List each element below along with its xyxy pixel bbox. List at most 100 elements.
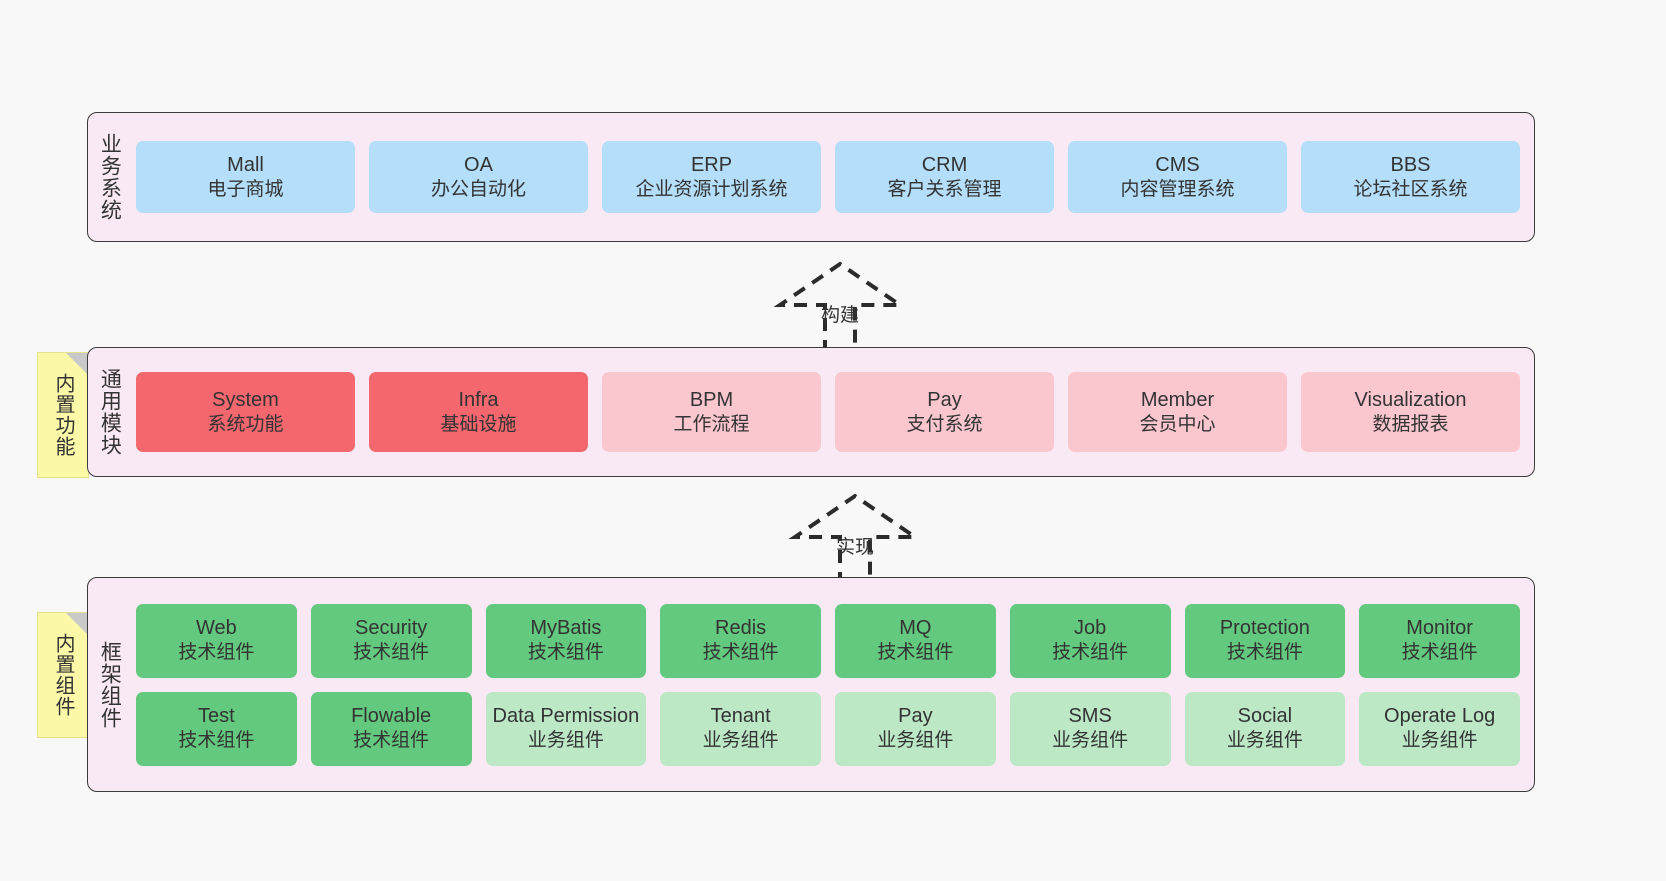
card-flowable[interactable]: Flowable 技术组件 xyxy=(310,691,472,766)
card-title-cn: 技术组件 xyxy=(1052,642,1129,664)
card-title-cn: 支付系统 xyxy=(906,413,983,435)
card-title-cn: 业务组件 xyxy=(702,730,779,752)
card-title-cn: 企业资源计划系统 xyxy=(635,178,788,200)
card-title-cn: 电子商城 xyxy=(207,178,284,200)
card-visualization[interactable]: Visualization 数据报表 xyxy=(1301,372,1520,452)
card-title-cn: 系统功能 xyxy=(207,413,284,435)
card-title-en: Tenant xyxy=(710,705,771,728)
section-label-framework-components: 框架组件 xyxy=(98,640,122,729)
card-title-cn: 技术组件 xyxy=(1401,642,1478,664)
card-cms[interactable]: CMS 内容管理系统 xyxy=(1068,141,1287,213)
card-system[interactable]: System 系统功能 xyxy=(136,372,355,452)
card-infra[interactable]: Infra 基础设施 xyxy=(369,372,588,452)
card-title-cn: 论坛社区系统 xyxy=(1353,178,1468,200)
card-title-cn: 数据报表 xyxy=(1372,413,1449,435)
card-title-cn: 基础设施 xyxy=(440,413,517,435)
card-title-en: Visualization xyxy=(1354,388,1467,411)
card-bbs[interactable]: BBS 论坛社区系统 xyxy=(1301,141,1520,213)
card-title-en: MyBatis xyxy=(530,617,602,640)
note-fold-icon xyxy=(66,353,88,375)
card-title-en: Flowable xyxy=(351,705,432,728)
card-security[interactable]: Security 技术组件 xyxy=(310,603,472,678)
card-mybatis[interactable]: MyBatis 技术组件 xyxy=(485,603,647,678)
card-title-en: Operate Log xyxy=(1384,705,1496,728)
card-title-en: Pay xyxy=(927,388,962,411)
card-title-cn: 业务组件 xyxy=(527,730,604,752)
card-bpm[interactable]: BPM 工作流程 xyxy=(602,372,821,452)
card-title-en: Protection xyxy=(1219,617,1310,640)
card-title-cn: 技术组件 xyxy=(178,730,255,752)
card-title-en: Security xyxy=(355,617,428,640)
card-title-en: BPM xyxy=(689,388,734,411)
card-web[interactable]: Web 技术组件 xyxy=(136,603,297,678)
card-title-cn: 技术组件 xyxy=(178,642,255,664)
card-title-en: Test xyxy=(198,705,235,728)
card-title-cn: 技术组件 xyxy=(353,730,430,752)
note-fold-icon xyxy=(66,613,88,635)
card-title-cn: 会员中心 xyxy=(1139,413,1216,435)
card-crm[interactable]: CRM 客户关系管理 xyxy=(835,141,1054,213)
note-label: 内置功能 xyxy=(52,373,74,457)
card-title-en: BBS xyxy=(1390,153,1431,176)
arrow-implement: 实现 xyxy=(775,490,935,585)
card-title-cn: 技术组件 xyxy=(702,642,779,664)
card-title-en: Monitor xyxy=(1406,617,1473,640)
card-social[interactable]: Social 业务组件 xyxy=(1184,691,1346,766)
card-sms[interactable]: SMS 业务组件 xyxy=(1009,691,1171,766)
card-title-en: Web xyxy=(195,617,237,640)
card-title-en: Pay xyxy=(898,705,933,728)
card-title-en: Redis xyxy=(715,617,767,640)
card-title-cn: 业务组件 xyxy=(1052,730,1129,752)
card-member[interactable]: Member 会员中心 xyxy=(1068,372,1287,452)
section-label-common-modules: 通用模块 xyxy=(98,368,122,456)
card-operate-log[interactable]: Operate Log 业务组件 xyxy=(1359,691,1520,766)
card-title-en: Job xyxy=(1074,617,1107,640)
card-title-cn: 业务组件 xyxy=(1401,730,1478,752)
card-data-permission[interactable]: Data Permission 业务组件 xyxy=(485,691,647,766)
section-body-common-modules: System 系统功能 Infra 基础设施 BPM 工作流程 Pay 支付系统… xyxy=(130,348,1534,476)
card-oa[interactable]: OA 办公自动化 xyxy=(369,141,588,213)
card-title-cn: 工作流程 xyxy=(673,413,750,435)
card-title-cn: 客户关系管理 xyxy=(887,178,1002,200)
card-title-cn: 技术组件 xyxy=(527,642,604,664)
card-pay-component[interactable]: Pay 业务组件 xyxy=(835,691,996,766)
card-title-en: CMS xyxy=(1155,153,1200,176)
card-title-en: Social xyxy=(1237,705,1293,728)
arrow-build-label: 构建 xyxy=(820,305,859,326)
card-title-en: SMS xyxy=(1068,705,1112,728)
note-label: 内置组件 xyxy=(52,633,74,717)
card-test[interactable]: Test 技术组件 xyxy=(136,691,297,766)
card-title-en: MQ xyxy=(899,617,932,640)
card-title-en: Mall xyxy=(227,153,264,176)
section-common-modules: 通用模块 System 系统功能 Infra 基础设施 BPM 工作流程 Pay… xyxy=(87,347,1535,477)
card-redis[interactable]: Redis 技术组件 xyxy=(660,603,821,678)
card-title-en: System xyxy=(212,388,279,411)
card-title-cn: 技术组件 xyxy=(1226,642,1303,664)
section-label-business-systems: 业务系统 xyxy=(98,133,122,221)
section-body-framework-components: Web 技术组件 Security 技术组件 MyBatis 技术组件 Redi… xyxy=(130,578,1534,791)
arrow-build: 构建 xyxy=(760,258,920,353)
card-monitor[interactable]: Monitor 技术组件 xyxy=(1359,603,1520,678)
card-title-en: Infra xyxy=(458,388,499,411)
note-builtin-components: 内置组件 xyxy=(37,612,89,738)
card-title-en: OA xyxy=(464,153,493,176)
section-body-business-systems: Mall 电子商城 OA 办公自动化 ERP 企业资源计划系统 CRM 客户关系… xyxy=(130,113,1534,241)
card-title-cn: 业务组件 xyxy=(877,730,954,752)
card-title-cn: 办公自动化 xyxy=(430,178,526,200)
card-mall[interactable]: Mall 电子商城 xyxy=(136,141,355,213)
card-title-cn: 业务组件 xyxy=(1226,730,1303,752)
card-tenant[interactable]: Tenant 业务组件 xyxy=(660,691,821,766)
card-title-en: CRM xyxy=(921,153,968,176)
note-builtin-functions: 内置功能 xyxy=(37,352,89,478)
card-mq[interactable]: MQ 技术组件 xyxy=(835,603,996,678)
framework-row-technical: Web 技术组件 Security 技术组件 MyBatis 技术组件 Redi… xyxy=(136,603,1520,678)
card-title-cn: 内容管理系统 xyxy=(1120,178,1235,200)
arrow-implement-label: 实现 xyxy=(835,537,874,558)
card-protection[interactable]: Protection 技术组件 xyxy=(1184,603,1346,678)
card-erp[interactable]: ERP 企业资源计划系统 xyxy=(602,141,821,213)
card-pay-module[interactable]: Pay 支付系统 xyxy=(835,372,1054,452)
card-title-cn: 技术组件 xyxy=(353,642,430,664)
card-title-en: Member xyxy=(1140,388,1215,411)
card-job[interactable]: Job 技术组件 xyxy=(1009,603,1171,678)
framework-row-business: Test 技术组件 Flowable 技术组件 Data Permission … xyxy=(136,691,1520,766)
